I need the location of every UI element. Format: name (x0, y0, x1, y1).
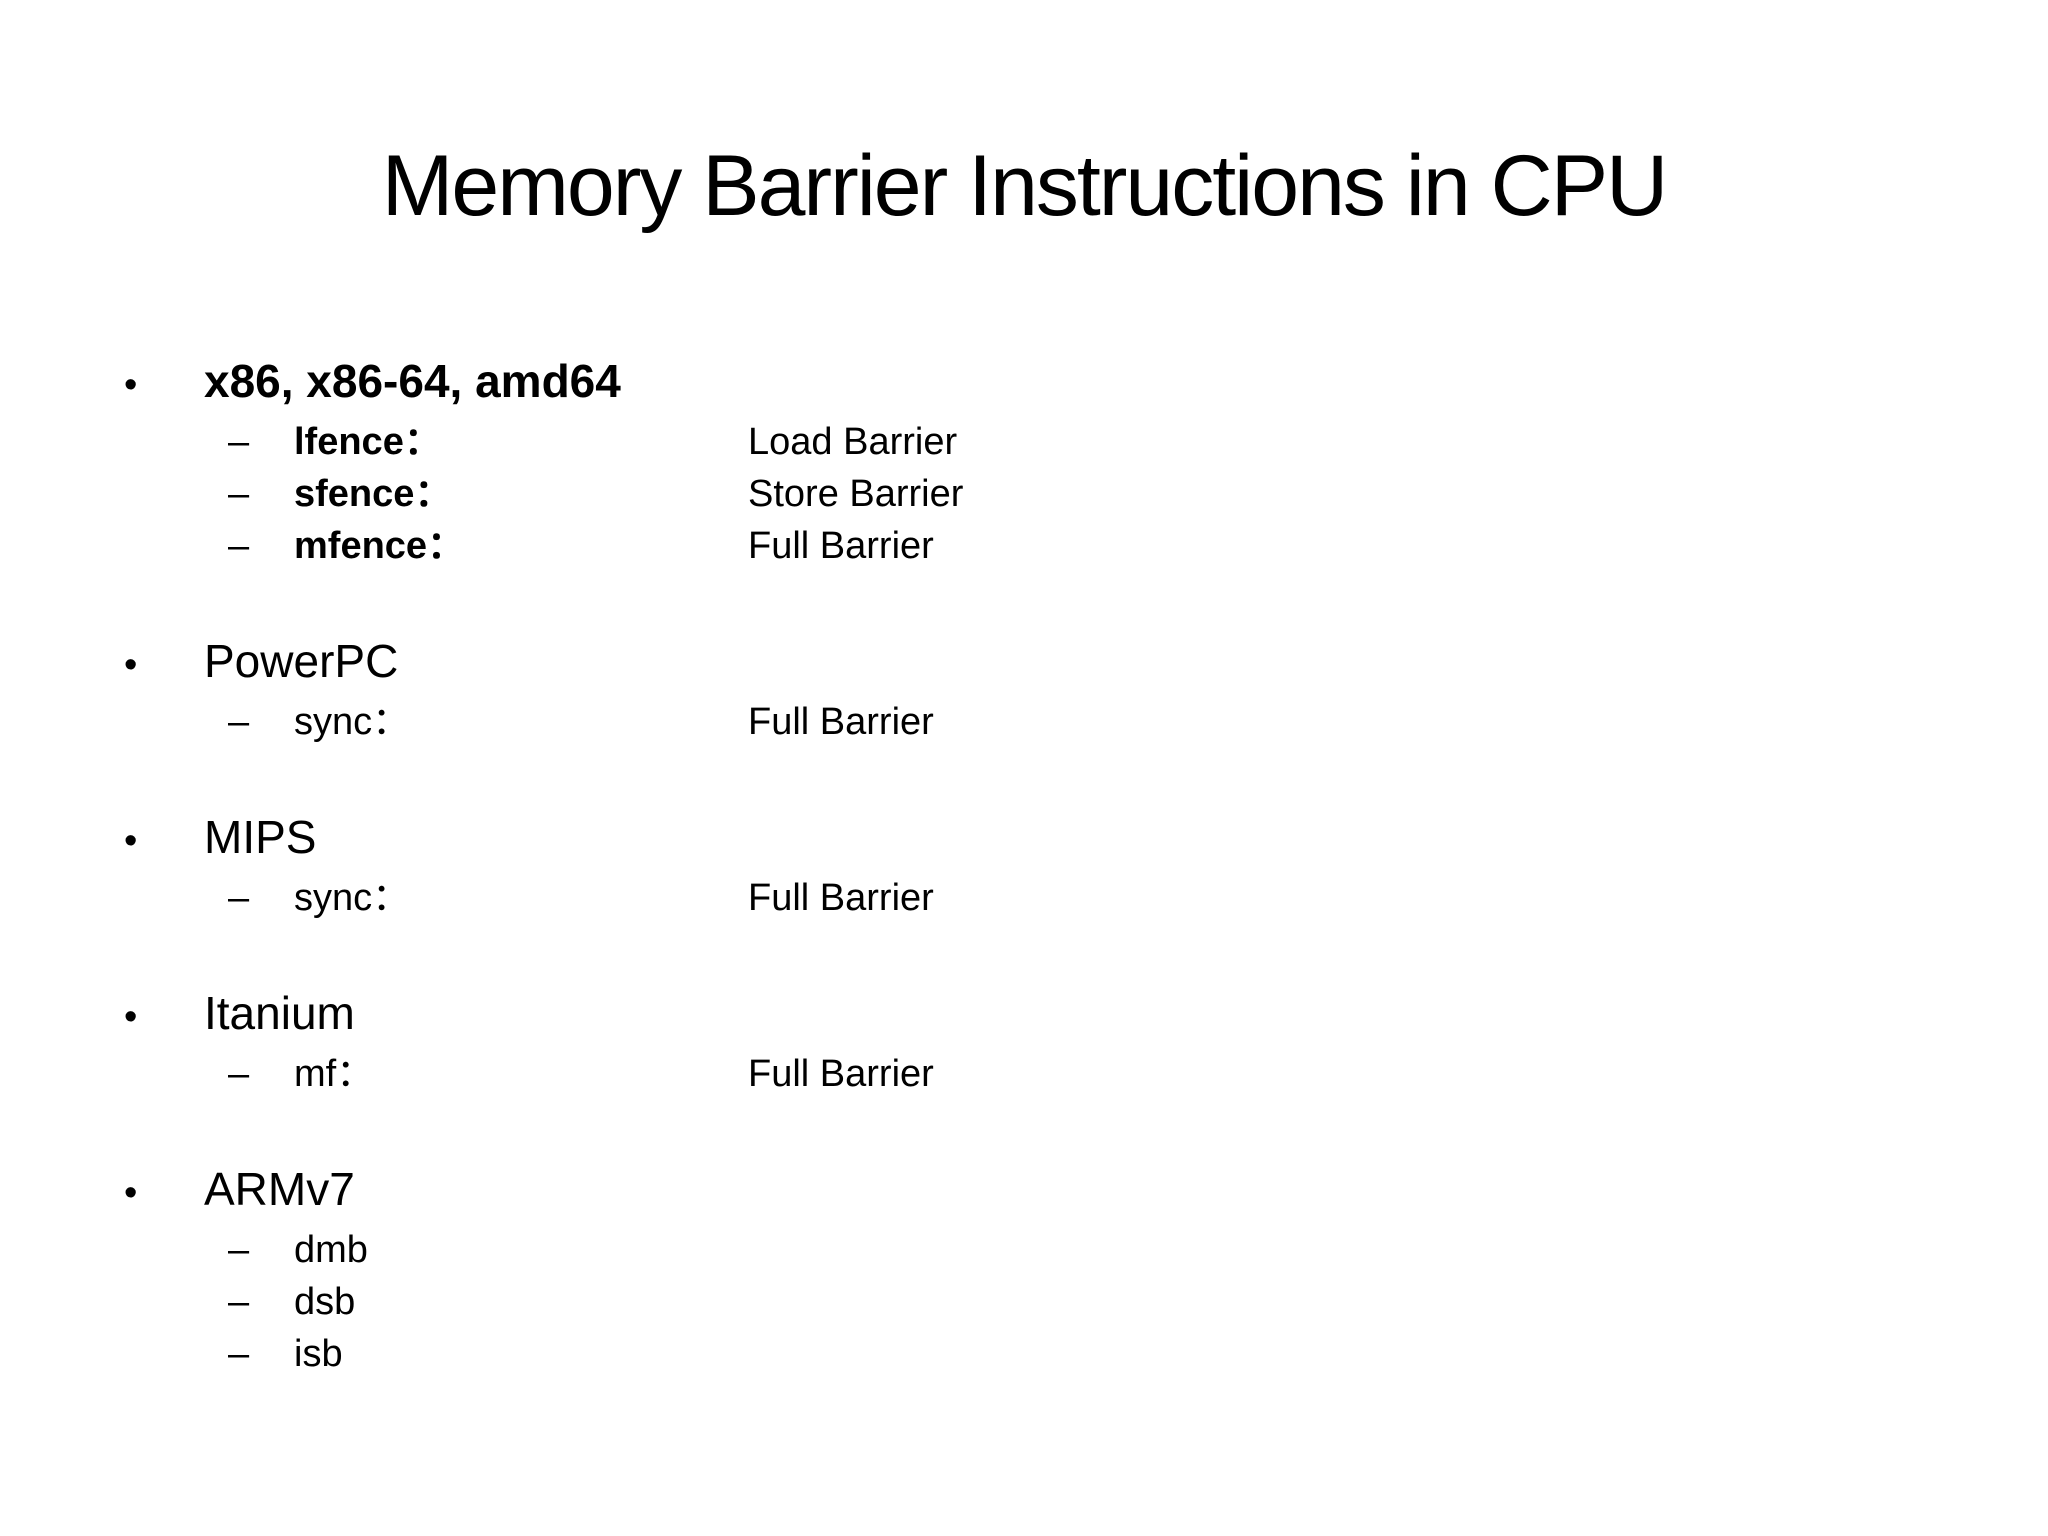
instruction-name: dsb (294, 1281, 356, 1324)
bullet-section: • ARMv7 – dmb – dsb – isb (118, 1158, 2048, 1380)
dash-icon: – (228, 1229, 250, 1272)
instruction-row: – sync： Full Barrier (228, 872, 2048, 924)
bullet-row: • Itanium (118, 982, 2048, 1048)
instruction-row: – mf： Full Barrier (228, 1048, 2048, 1100)
instruction-name: lfence： (294, 421, 442, 464)
instruction-row: – dsb (228, 1276, 2048, 1328)
instruction-name: mfence： (294, 525, 466, 568)
dash-icon: – (228, 1333, 250, 1376)
bullet-section: • MIPS – sync： Full Barrier (118, 806, 2048, 924)
bullet-row: • MIPS (118, 806, 2048, 872)
instruction-desc: Load Barrier (748, 421, 958, 464)
dash-icon: – (228, 701, 250, 744)
dash-icon: – (228, 1281, 250, 1324)
instruction-name: sync： (294, 701, 411, 744)
bullet-row: • x86, x86-64, amd64 (118, 350, 2048, 416)
bullet-section: • x86, x86-64, amd64 – lfence： Load Barr… (118, 350, 2048, 572)
sub-items: – sync： Full Barrier (118, 872, 2048, 924)
instruction-desc: Full Barrier (748, 525, 934, 568)
bullet-icon: • (124, 820, 138, 863)
slide-title: Memory Barrier Instructions in CPU (381, 138, 1668, 234)
instruction-desc: Full Barrier (748, 701, 934, 744)
instruction-name: mf： (294, 1053, 375, 1096)
bullet-row: • PowerPC (118, 630, 2048, 696)
instruction-desc: Store Barrier (748, 473, 964, 516)
instruction-row: – sfence： Store Barrier (228, 468, 2048, 520)
bullet-icon: • (124, 1172, 138, 1215)
bullet-icon: • (124, 364, 138, 407)
sub-items: – lfence： Load Barrier – sfence： Store B… (118, 416, 2048, 572)
instruction-name: isb (294, 1333, 343, 1376)
instruction-row: – sync： Full Barrier (228, 696, 2048, 748)
dash-icon: – (228, 525, 250, 568)
instruction-desc: Full Barrier (748, 877, 934, 920)
sub-items: – sync： Full Barrier (118, 696, 2048, 748)
bullet-label: Itanium (204, 987, 355, 1040)
instruction-row: – dmb (228, 1224, 2048, 1276)
bullet-row: • ARMv7 (118, 1158, 2048, 1224)
instruction-name: dmb (294, 1229, 368, 1272)
dash-icon: – (228, 877, 250, 920)
instruction-row: – isb (228, 1328, 2048, 1380)
bullet-section: • PowerPC – sync： Full Barrier (118, 630, 2048, 748)
instruction-name: sfence： (294, 473, 453, 516)
dash-icon: – (228, 421, 250, 464)
bullet-icon: • (124, 644, 138, 687)
bullet-section: • Itanium – mf： Full Barrier (118, 982, 2048, 1100)
instruction-row: – mfence： Full Barrier (228, 520, 2048, 572)
bullet-label: PowerPC (204, 635, 399, 688)
bullet-icon: • (124, 996, 138, 1039)
instruction-name: sync： (294, 877, 411, 920)
dash-icon: – (228, 473, 250, 516)
bullet-label: MIPS (204, 811, 317, 864)
sub-items: – dmb – dsb – isb (118, 1224, 2048, 1380)
bullet-label: ARMv7 (204, 1163, 355, 1216)
dash-icon: – (228, 1053, 250, 1096)
bullet-label: x86, x86-64, amd64 (204, 355, 621, 408)
instruction-row: – lfence： Load Barrier (228, 416, 2048, 468)
sub-items: – mf： Full Barrier (118, 1048, 2048, 1100)
bullet-list: • x86, x86-64, amd64 – lfence： Load Barr… (118, 350, 2048, 1380)
instruction-desc: Full Barrier (748, 1053, 934, 1096)
